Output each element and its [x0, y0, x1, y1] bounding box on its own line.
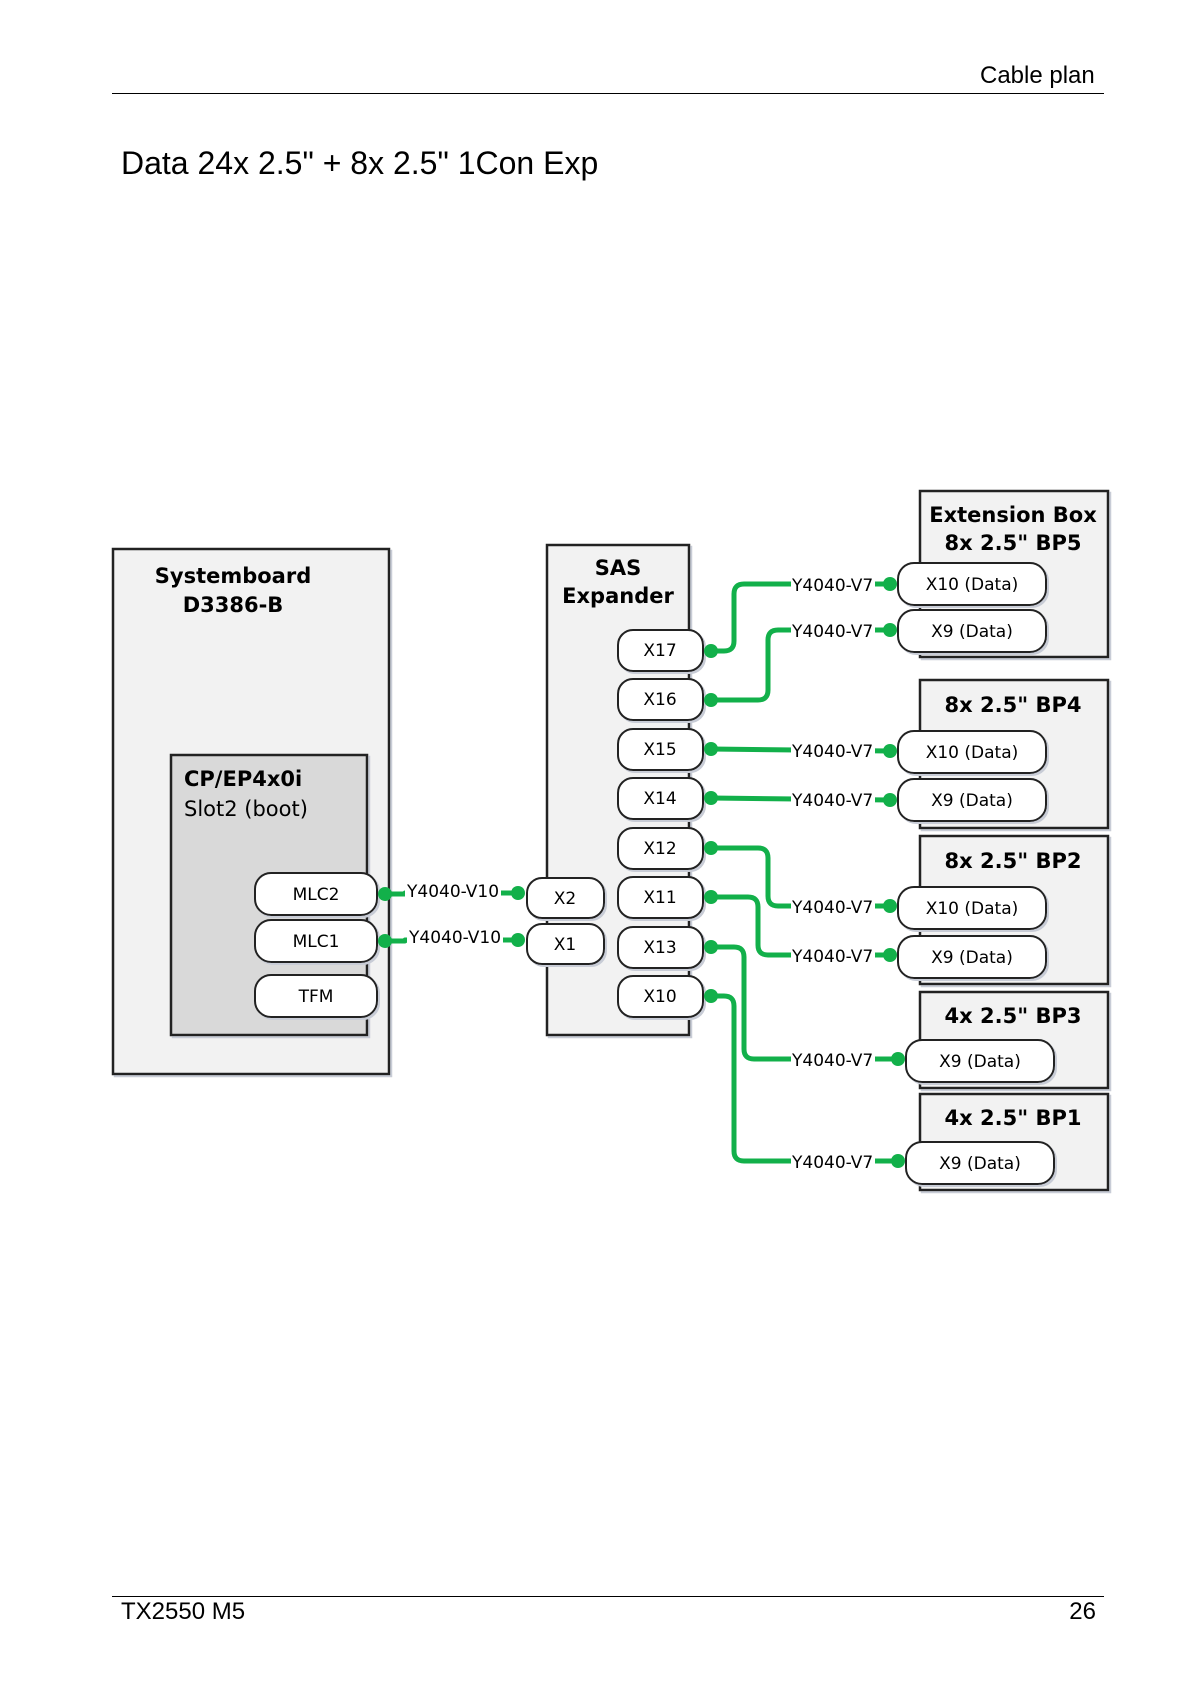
port-x2[interactable]: X2 [526, 877, 605, 919]
bp2-port-x10[interactable]: X10 (Data) [897, 886, 1047, 930]
connector-dot [704, 742, 718, 756]
port-x14[interactable]: X14 [617, 777, 704, 820]
port-label: X10 [643, 987, 676, 1007]
connector-dot [704, 644, 718, 658]
connector-dot [891, 1052, 905, 1066]
port-label: X10 (Data) [926, 899, 1019, 919]
port-label: X9 (Data) [931, 791, 1013, 811]
cable-label: Y4040-V7 [791, 742, 873, 762]
cable-x16-bp5-x9 [708, 627, 893, 703]
port-mlc1[interactable]: MLC1 [254, 919, 378, 963]
connector-dot [378, 887, 392, 901]
port-label: TFM [298, 987, 334, 1007]
port-x17[interactable]: X17 [617, 629, 704, 672]
connector-dot [704, 841, 718, 855]
bp4-port-x10[interactable]: X10 (Data) [897, 730, 1047, 774]
section-title: Cable plan [980, 62, 1095, 89]
connector-dot [511, 933, 525, 947]
port-x13[interactable]: X13 [617, 926, 704, 969]
connector-dot [883, 948, 897, 962]
connector-dot [891, 1154, 905, 1168]
cable-label: Y4040-V7 [791, 576, 873, 596]
port-label: X16 [643, 690, 676, 710]
port-label: X1 [554, 935, 576, 955]
port-label: X2 [554, 889, 576, 909]
connector-dot [883, 744, 897, 758]
port-label: X9 (Data) [939, 1154, 1021, 1174]
cable-x13-bp3-x9 [708, 944, 901, 1062]
bp2-port-x9[interactable]: X9 (Data) [897, 935, 1047, 979]
systemboard-title: Systemboard [155, 564, 312, 588]
port-label: X15 [643, 740, 676, 760]
cable-label: Y4040-V7 [791, 898, 873, 918]
page-title: Data 24x 2.5" + 8x 2.5" 1Con Exp [121, 145, 599, 181]
footer-rule [112, 1596, 1104, 1597]
port-x10[interactable]: X10 [617, 975, 704, 1018]
cable-label: Y4040-V10 [406, 882, 499, 902]
backplane-title: 8x 2.5" BP2 [945, 849, 1082, 873]
expander-title: SAS [595, 556, 642, 580]
port-tfm[interactable]: TFM [254, 974, 378, 1018]
connector-dot [883, 577, 897, 591]
controller-slot: Slot2 (boot) [184, 797, 308, 821]
port-x1[interactable]: X1 [526, 923, 605, 965]
backplane-title: 4x 2.5" BP3 [945, 1004, 1082, 1028]
page-number: 26 [1069, 1598, 1096, 1625]
cable-x12-bp2-x10 [708, 845, 893, 909]
cable-label: Y4040-V7 [791, 622, 873, 642]
backplane-subtitle: 8x 2.5" BP5 [945, 531, 1082, 555]
bp1-port-x9[interactable]: X9 (Data) [905, 1141, 1055, 1185]
cable-x10-bp1-x9 [708, 993, 901, 1164]
bp3-port-x9[interactable]: X9 (Data) [905, 1039, 1055, 1083]
bp4-port-x9[interactable]: X9 (Data) [897, 778, 1047, 822]
cable-label: Y4040-V7 [791, 1153, 873, 1173]
connector-dot [704, 890, 718, 904]
port-x15[interactable]: X15 [617, 728, 704, 771]
port-label: X11 [643, 888, 676, 908]
cable-connectors [378, 577, 905, 1168]
connector-dot [883, 793, 897, 807]
port-label: X9 (Data) [931, 622, 1013, 642]
bp5-port-x10[interactable]: X10 (Data) [897, 562, 1047, 606]
cable-x11-bp2-x9 [708, 894, 893, 958]
header-rule [112, 93, 1104, 94]
backplane-title: 4x 2.5" BP1 [945, 1106, 1082, 1130]
expander-subtitle: Expander [562, 584, 674, 608]
port-label: X9 (Data) [939, 1052, 1021, 1072]
connector-dot [704, 791, 718, 805]
controller-title: CP/EP4x0i [184, 767, 302, 791]
connector-dot [704, 940, 718, 954]
port-label: X12 [643, 839, 676, 859]
port-label: X17 [643, 641, 676, 661]
connector-dot [883, 623, 897, 637]
cable-label: Y4040-V7 [791, 791, 873, 811]
port-x11[interactable]: X11 [617, 876, 704, 919]
connector-dot [378, 934, 392, 948]
backplane-title: Extension Box [929, 503, 1097, 527]
port-label: MLC1 [293, 932, 340, 952]
port-mlc2[interactable]: MLC2 [254, 872, 378, 916]
port-label: X10 (Data) [926, 575, 1019, 595]
bp5-port-x9[interactable]: X9 (Data) [897, 609, 1047, 653]
footer-model: TX2550 M5 [121, 1598, 246, 1625]
port-label: X9 (Data) [931, 948, 1013, 968]
connector-dot [883, 899, 897, 913]
connector-dot [511, 886, 525, 900]
port-x12[interactable]: X12 [617, 827, 704, 870]
port-label: X13 [643, 938, 676, 958]
backplane-title: 8x 2.5" BP4 [945, 693, 1082, 717]
port-label: MLC2 [293, 885, 340, 905]
connector-dot [704, 989, 718, 1003]
connector-dot [704, 693, 718, 707]
systemboard-model: D3386-B [183, 593, 284, 617]
cable-label: Y4040-V7 [791, 947, 873, 967]
cable-label: Y4040-V10 [408, 928, 501, 948]
port-x16[interactable]: X16 [617, 678, 704, 721]
cable-x17-bp5-x10 [708, 581, 893, 654]
cable-label: Y4040-V7 [791, 1051, 873, 1071]
port-label: X14 [643, 789, 676, 809]
port-label: X10 (Data) [926, 743, 1019, 763]
